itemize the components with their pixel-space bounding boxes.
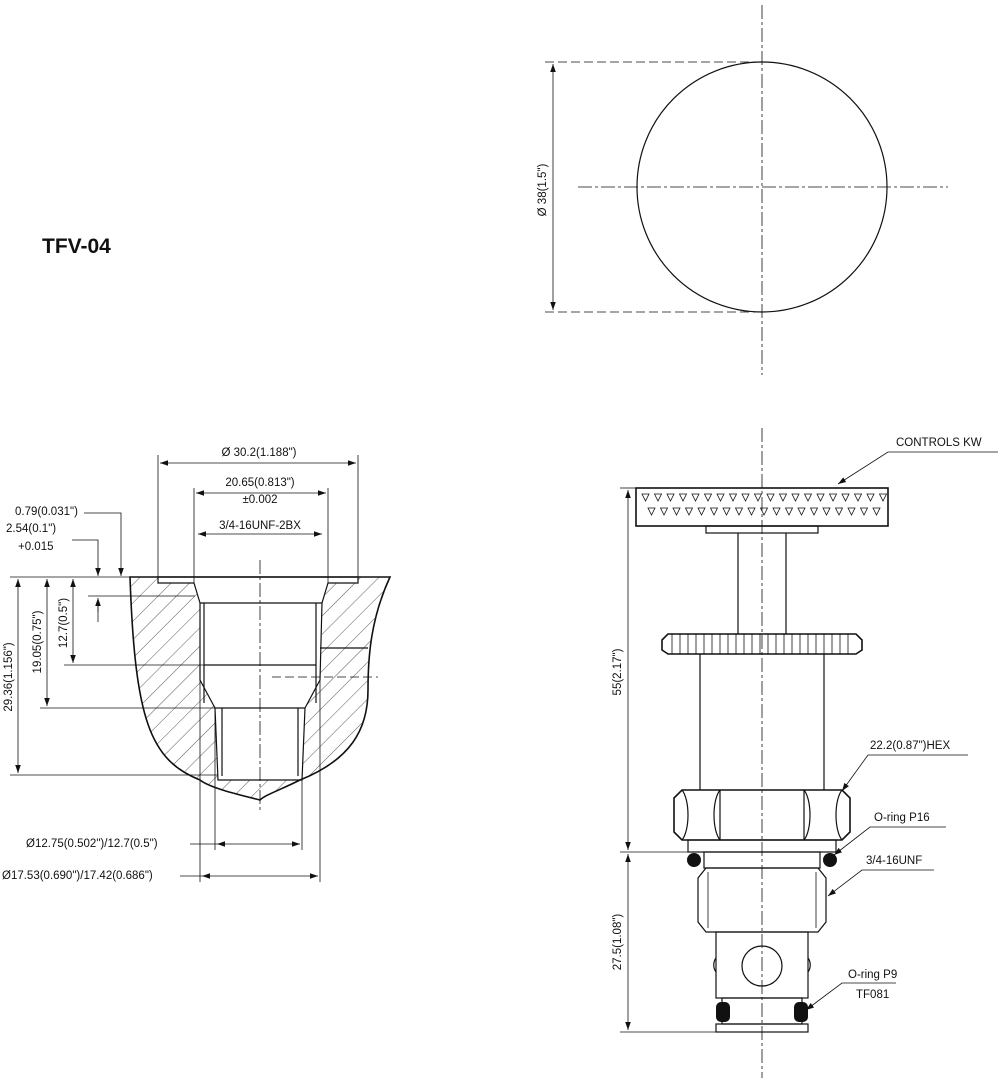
knurl-triangle [678, 493, 688, 502]
knurl-triangle [866, 493, 875, 502]
knurl-triangle [766, 493, 775, 502]
cavity-body-hatched [130, 577, 390, 800]
oring-lower-leader [805, 982, 896, 1011]
cavity-section: Ø 30.2(1.188") 20.65(0.813") ±0.002 3/4-… [2, 447, 392, 882]
knurl-triangle [684, 507, 694, 516]
diameter-label: Ø 38(1.5") [537, 164, 549, 217]
oring-upper-label: O-ring P16 [874, 812, 930, 824]
oring-p16-right [823, 853, 837, 867]
oring-p16-left [687, 853, 701, 867]
bore-small-label: Ø12.75(0.502")/12.7(0.5") [26, 838, 158, 850]
spot-leader [72, 539, 101, 576]
knurl-triangle [872, 507, 881, 516]
knob-neck [705, 525, 819, 534]
oring-lower-label: O-ring P9 [848, 969, 897, 981]
depth-thread-label: 12.7(0.5") [58, 598, 70, 648]
hex-leader [841, 754, 968, 792]
knurl-triangle [753, 493, 763, 502]
cavity-body-outline [129, 576, 392, 801]
thread-label: 3/4-16UNF [866, 855, 922, 867]
oring-p9-left [716, 1002, 730, 1022]
knurl-triangle [841, 493, 850, 502]
oring-p9-right [794, 1002, 808, 1022]
thread-leader [827, 869, 934, 897]
depth-total-label: 29.36(1.156") [3, 642, 15, 711]
knurl-triangle [659, 507, 669, 516]
knurl-triangle [722, 507, 731, 516]
thread-dia-label: 20.65(0.813") [225, 477, 294, 489]
knurl-triangle [697, 507, 706, 516]
knurl-triangle [859, 507, 869, 516]
thread-tol-label: ±0.002 [242, 494, 277, 506]
knurl-triangle [691, 493, 700, 502]
knurl-triangle [647, 507, 656, 516]
knurl-triangle [822, 507, 831, 516]
knob-leader [837, 451, 998, 485]
knurl-triangle [784, 507, 794, 516]
knurl-triangle [847, 507, 856, 516]
thread-spec-label: 3/4-16UNF-2BX [219, 520, 301, 532]
knurl-triangle [747, 507, 756, 516]
knurl-triangle [816, 493, 825, 502]
knurl-triangle [878, 493, 888, 502]
thread-section [697, 867, 827, 933]
lock-nut-teeth [671, 634, 849, 654]
insert-length-label: 27.5(1.08") [612, 914, 624, 971]
hex-label: 22.2(0.87")HEX [870, 740, 950, 752]
knurl-triangle [759, 507, 769, 516]
lock-nut [661, 633, 863, 655]
knob-label: CONTROLS KW [896, 437, 982, 449]
knob-knurl-pattern [641, 493, 888, 516]
bore-large-label: Ø17.53(0.690")/17.42(0.686") [2, 870, 153, 882]
knurl-triangle [741, 493, 750, 502]
knurl-triangle [641, 493, 650, 502]
insert-grooves [713, 957, 811, 973]
knurl-triangle [772, 507, 781, 516]
knurl-triangle [666, 493, 675, 502]
drawing-title: TFV-04 [42, 235, 111, 258]
spot-depth-label: 2.54(0.1") [6, 523, 56, 535]
hex-face-curves [681, 789, 843, 841]
top-view: Ø 38(1.5") [537, 5, 948, 375]
knurl-triangle [716, 493, 725, 502]
knurl-triangle [791, 493, 800, 502]
knurl-triangle [672, 507, 681, 516]
cartridge-side-view: 55(2.17") 27.5(1.08") CONTROLS KW 22.2(0… [612, 428, 998, 1078]
knurl-triangle [797, 507, 806, 516]
cartridge-tip [715, 1023, 809, 1033]
knurl-triangle [853, 493, 863, 502]
overall-length-label: 55(2.17") [612, 648, 624, 695]
side-port-hole [741, 945, 783, 987]
knurl-triangle [728, 493, 738, 502]
knurl-triangle [653, 493, 663, 502]
chamfer-label: 0.79(0.031") [15, 506, 78, 518]
spot-tol-label: +0.015 [18, 541, 54, 553]
knurl-triangle [809, 507, 819, 516]
chamfer-leader [84, 512, 124, 576]
knurl-triangle [778, 493, 788, 502]
depth-mid-label: 19.05(0.75") [32, 610, 44, 673]
knurl-triangle [803, 493, 813, 502]
knurl-triangle [828, 493, 838, 502]
knurl-triangle [734, 507, 744, 516]
outer-dia-label: Ø 30.2(1.188") [221, 447, 296, 459]
knurl-triangle [703, 493, 713, 502]
knurl-triangle [834, 507, 844, 516]
oring-upper-leader [833, 826, 946, 856]
knurl-triangle [709, 507, 719, 516]
part-code-label: TF081 [856, 989, 889, 1001]
